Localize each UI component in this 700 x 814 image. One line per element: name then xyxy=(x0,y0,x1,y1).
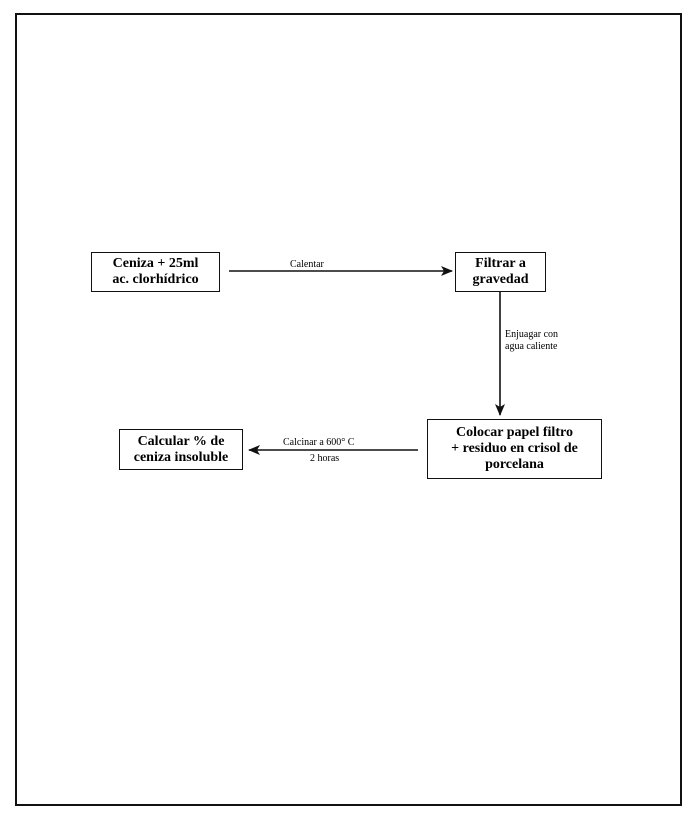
node-ash-hcl-label: Ceniza + 25ml ac. clorhídrico xyxy=(112,256,199,287)
edge-label-calcine-line1: Calcinar a 600° C xyxy=(283,437,355,448)
edge-label-rinse-line1: Enjuagar con xyxy=(505,329,559,340)
edge-label-calcine-line2: 2 horas xyxy=(310,453,340,464)
node-place-filter-paper-label: Colocar papel filtro + residuo en crisol… xyxy=(451,425,578,472)
page-frame xyxy=(15,13,682,806)
node-calculate-insoluble-ash: Calcular % de ceniza insoluble xyxy=(119,429,243,470)
node-calculate-insoluble-ash-label: Calcular % de ceniza insoluble xyxy=(133,433,229,465)
node-place-filter-paper: Colocar papel filtro + residuo en crisol… xyxy=(427,419,602,479)
node-gravity-filter-label: Filtrar a gravedad xyxy=(472,256,529,287)
edge-label-heat: Calentar xyxy=(290,259,324,270)
node-gravity-filter: Filtrar a gravedad xyxy=(455,252,546,292)
edge-label-rinse-line2: agua caliente xyxy=(505,341,558,352)
node-ash-hcl: Ceniza + 25ml ac. clorhídrico xyxy=(91,252,220,292)
